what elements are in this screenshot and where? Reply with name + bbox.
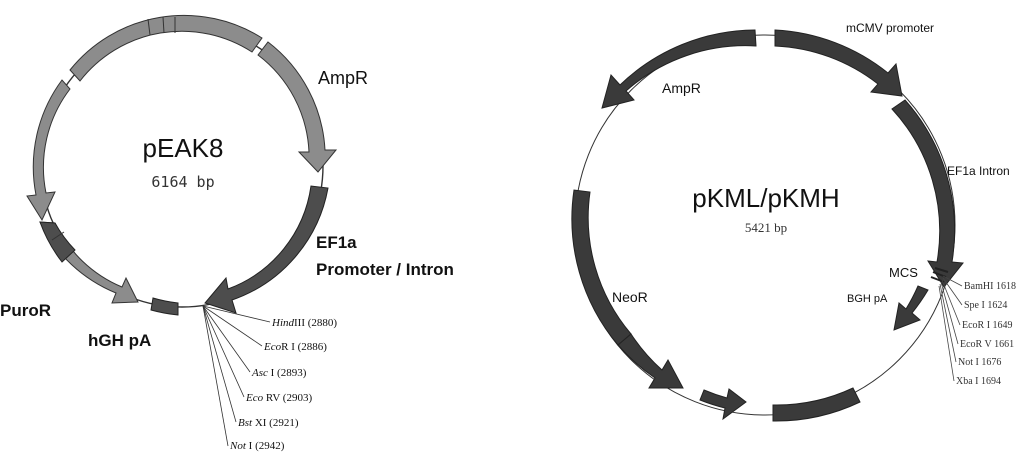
pkml-ampr-label: AmpR [662,80,701,96]
pkml-site-labels: BamHI 1618 Spe I 1624 EcoR I 1649 EcoR V… [956,281,1016,387]
pkml-neor-block [571,189,632,346]
pkml-site-ecorv: EcoR V 1661 [960,339,1014,350]
peak8-site-labels: HindIII (2880) EcoR I (2886) Asc I (2893… [229,317,337,452]
pkml-name: pKML/pKMH [692,183,839,213]
peak8-site-leaders [202,305,271,447]
peak8-hgh-label: hGH pA [88,331,151,350]
pkml-ampr-arrow [601,29,757,109]
peak8-site-noti: Not I (2942) [229,440,285,452]
pkml-ef1a-label: EF1a Intron [947,164,1010,178]
pkml-size: 5421 bp [745,220,787,235]
peak8-size: 6164 bp [151,173,214,191]
peak8-hgh-block [150,297,179,316]
peak8-site-ecorv: Eco RV (2903) [245,392,312,404]
peak8-ampr-arrow [69,14,263,82]
peak8-name: pEAK8 [143,133,224,163]
peak8-puror-dark [39,221,76,263]
pkml-mcs-label: MCS [889,265,918,280]
pkml-site-spei: Spe I 1624 [964,300,1007,311]
peak8-site-asci: Asc I (2893) [251,367,307,379]
pkml-mcmv-label: mCMV promoter [846,21,934,35]
peak8-site-bstxi: Bst XI (2921) [238,417,299,429]
peak8-left-arrow [26,79,71,222]
pkml-bgh-label: BGH pA [847,293,888,305]
pkml-site-xbai: Xba I 1694 [956,376,1001,387]
peak8-map: pEAK8 6164 bp AmpR EF1a Promoter / Intro… [0,14,454,452]
pkml-bgh-arrow [893,285,929,331]
peak8-site-ecori: EcoR I (2886) [263,341,327,353]
peak8-site-hind: HindIII (2880) [271,317,337,329]
pkml-neor-arrow [617,333,684,389]
pkml-site-leaders [938,275,963,382]
pkml-bottom-arrow-1 [699,388,747,421]
peak8-ef1a-label-1: EF1a [316,233,357,252]
pkml-neor-label: NeoR [612,289,648,305]
peak8-ef1a-label-2: Promoter / Intron [316,260,454,279]
peak8-puror-label: PuroR [0,301,51,320]
peak8-ef1a-arrow [204,185,329,314]
peak8-ampr-arrow-2 [257,41,338,173]
pkml-map: pKML/pKMH 5421 bp mCMV promoter AmpR EF1… [571,21,1016,422]
pkml-site-bamhi: BamHI 1618 [964,281,1016,292]
peak8-ticks [51,16,176,241]
peak8-ampr-label: AmpR [318,68,368,88]
pkml-bottom-block [772,387,861,422]
pkml-mcmv-arrow [774,29,903,97]
pkml-site-ecori: EcoR I 1649 [962,320,1013,331]
pkml-site-noti: Not I 1676 [958,357,1001,368]
